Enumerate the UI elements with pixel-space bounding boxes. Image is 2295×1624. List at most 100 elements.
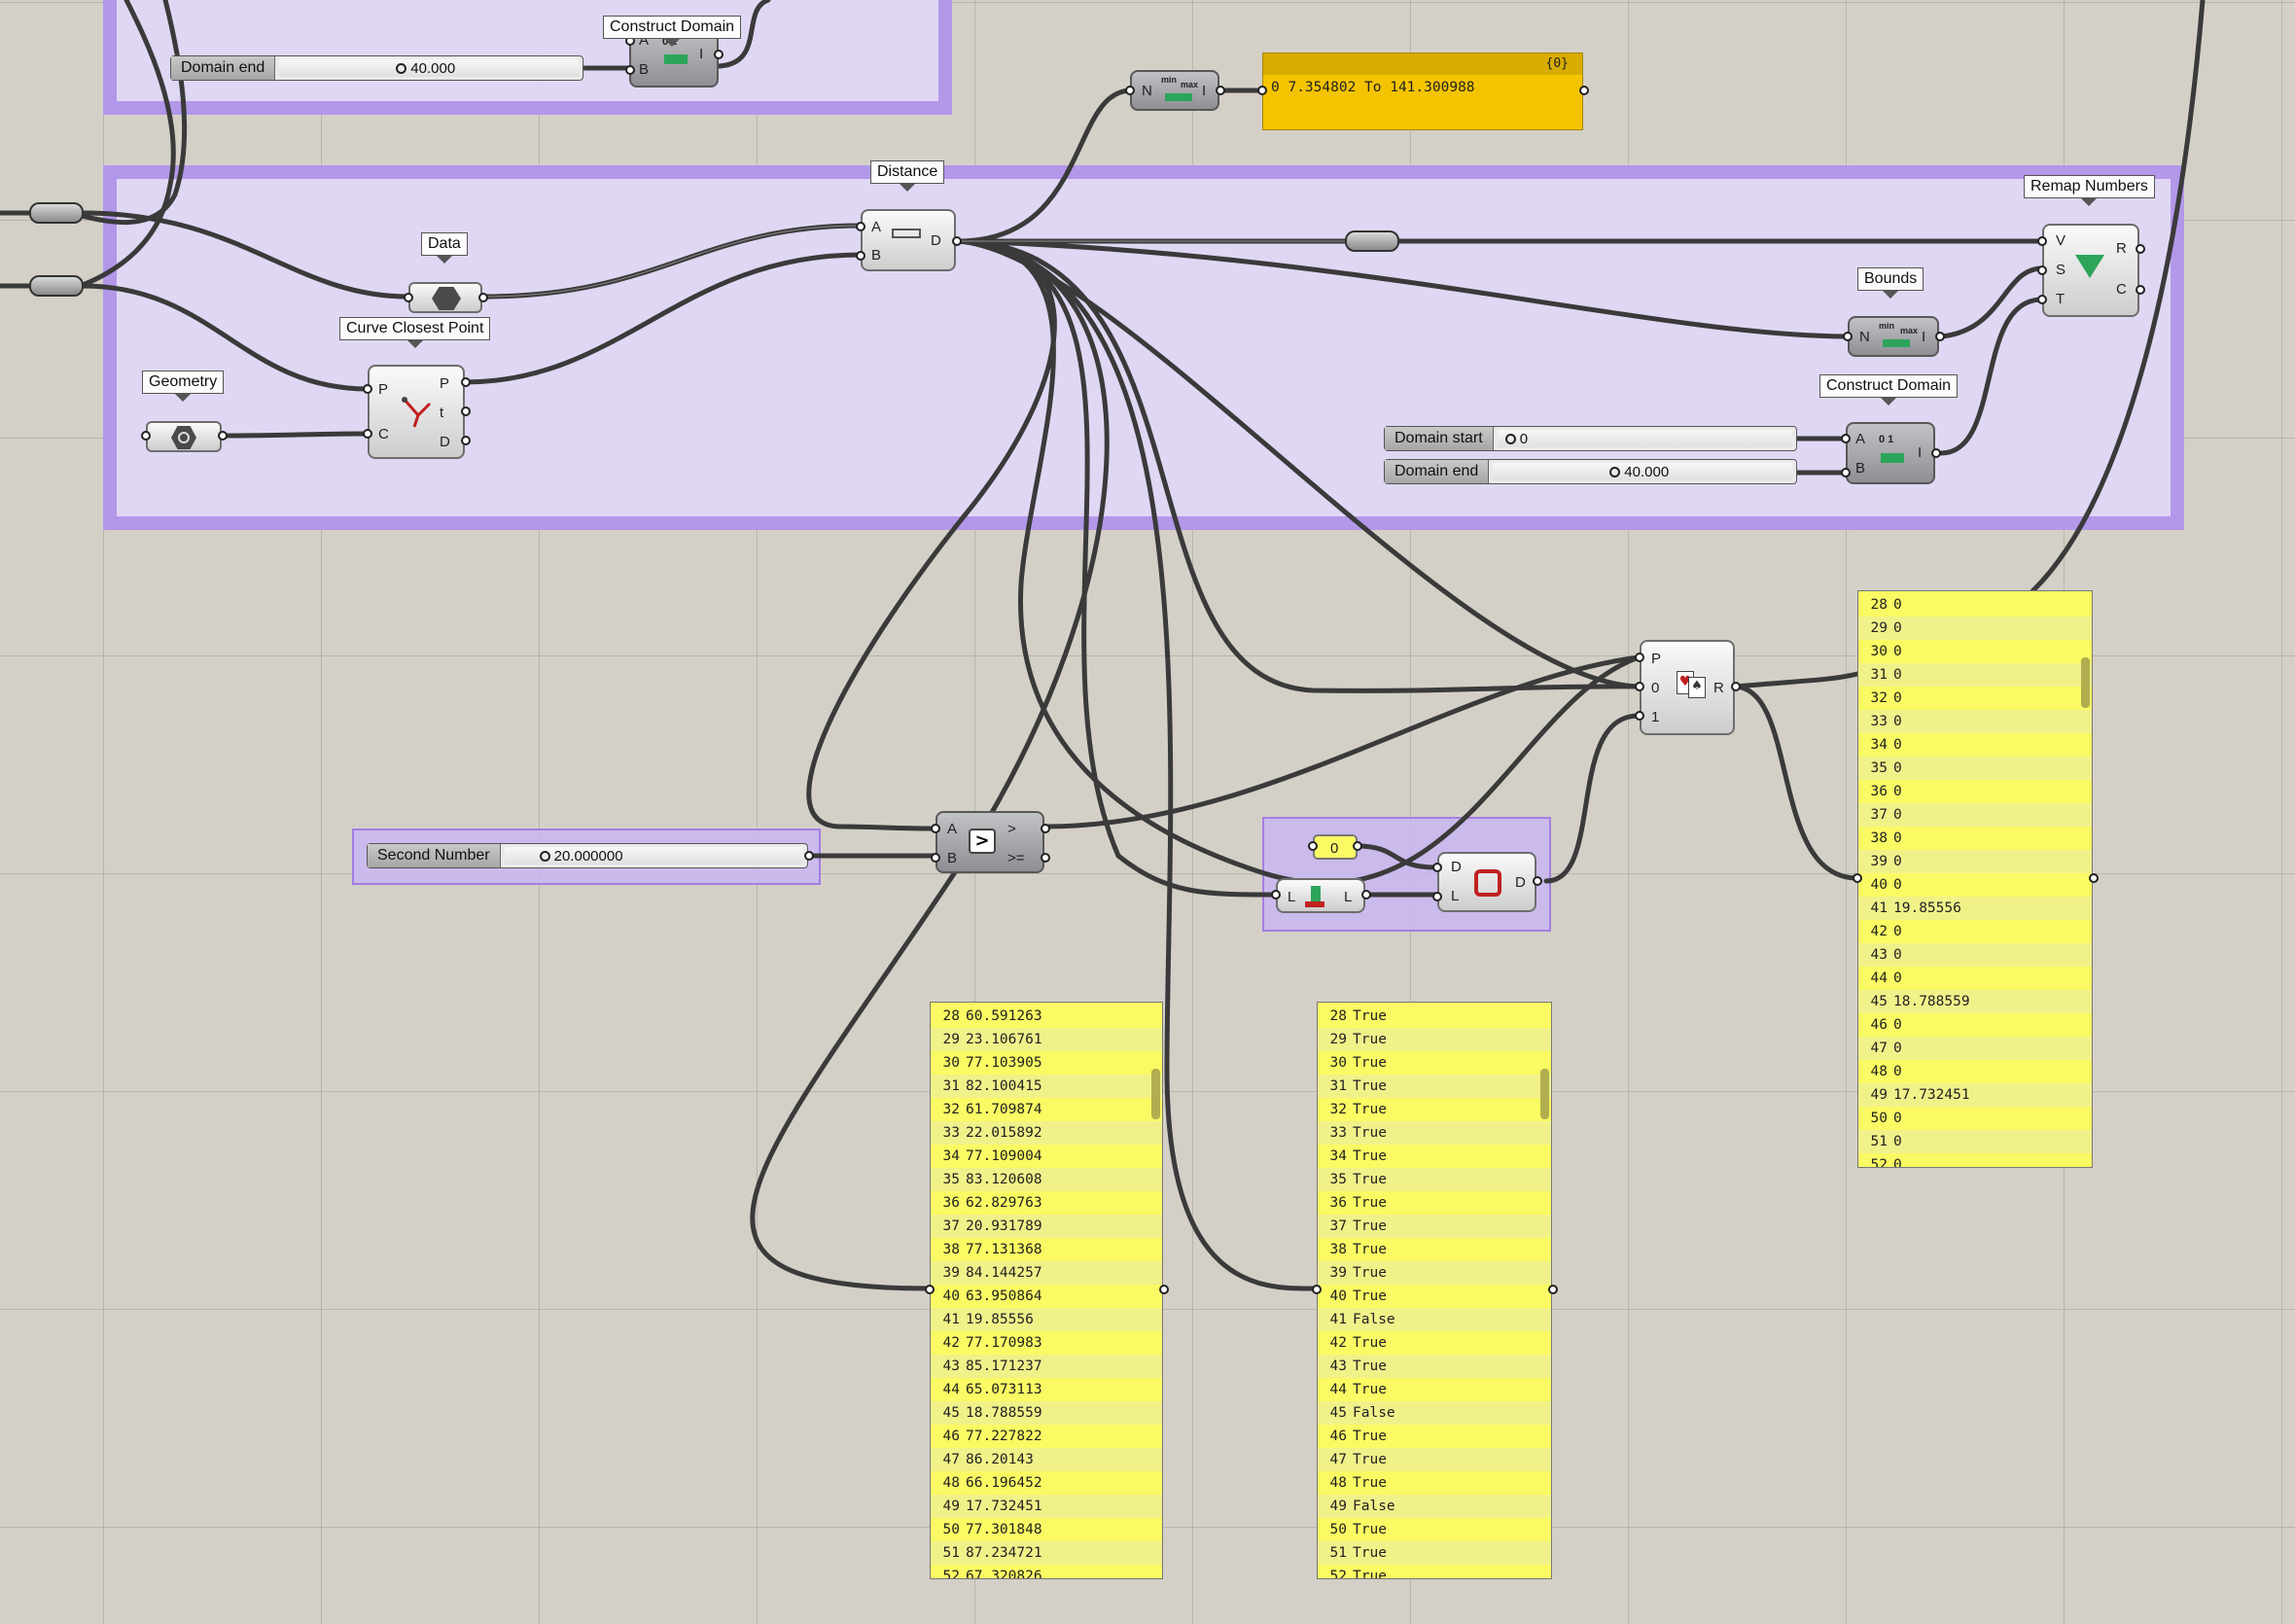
row-index: 48: [1870, 1064, 1888, 1079]
input-plug[interactable]: [1432, 892, 1442, 901]
row-index: 30: [1870, 644, 1888, 659]
domain-start-slider[interactable]: Domain start 0: [1384, 426, 1797, 451]
output-plug[interactable]: [1579, 86, 1589, 95]
input-plug[interactable]: [1308, 841, 1318, 851]
remap-numbers-component[interactable]: V S T R C: [2042, 224, 2139, 317]
top-domain-end-slider[interactable]: Domain end 40.000: [170, 55, 583, 81]
bounds-top-component[interactable]: N I min max: [1130, 70, 1219, 111]
relay-left-top[interactable]: [29, 202, 84, 224]
curve-closest-point-component[interactable]: P C P t D: [368, 365, 465, 459]
output-plug[interactable]: [952, 236, 962, 246]
output-plug[interactable]: [1353, 841, 1362, 851]
input-plug[interactable]: [1635, 711, 1644, 721]
output-plug[interactable]: [1931, 448, 1941, 458]
input-plug[interactable]: [141, 431, 151, 441]
construct-domain-component[interactable]: A B I 0 1: [1846, 422, 1935, 484]
output-plug[interactable]: [218, 431, 228, 441]
output-plug[interactable]: [1935, 332, 1945, 341]
row-value: True: [1353, 1359, 1387, 1374]
input-plug[interactable]: [1125, 86, 1135, 95]
output-plug[interactable]: [2136, 285, 2145, 295]
input-plug[interactable]: [2037, 265, 2047, 275]
slider-track[interactable]: 40.000: [279, 59, 579, 77]
output-plug[interactable]: [1159, 1285, 1169, 1294]
repeat-data-component[interactable]: D L D: [1437, 852, 1536, 912]
output-plug[interactable]: [804, 851, 814, 861]
max-label: max: [1181, 80, 1199, 89]
input-plug[interactable]: [931, 853, 940, 863]
input-plug[interactable]: [1257, 86, 1267, 95]
row-value: 0: [1893, 830, 1902, 846]
input-plug[interactable]: [856, 222, 865, 231]
input-plug[interactable]: [2037, 236, 2047, 246]
output-plug[interactable]: [1548, 1285, 1558, 1294]
geometry-param[interactable]: [146, 421, 222, 452]
relay-left-bottom[interactable]: [29, 275, 84, 297]
slider-knob-icon[interactable]: [1504, 433, 1516, 444]
list-length-component[interactable]: L L: [1276, 878, 1365, 913]
bounds-output-panel[interactable]: {0} 0 7.354802 To 141.300988: [1262, 53, 1583, 130]
zero-param[interactable]: 0: [1313, 834, 1358, 860]
slider-knob-icon[interactable]: [396, 62, 407, 74]
output-plug[interactable]: [1041, 824, 1050, 833]
output-plug[interactable]: [2089, 873, 2099, 883]
bounds-component[interactable]: N I min max: [1848, 316, 1939, 357]
domain-end-slider[interactable]: Domain end 40.000: [1384, 459, 1797, 484]
output-plug[interactable]: [1533, 876, 1542, 886]
input-plug[interactable]: [931, 824, 940, 833]
output-plug[interactable]: [478, 293, 488, 302]
zero-value: 0: [1330, 840, 1339, 857]
data-param[interactable]: [408, 282, 482, 313]
input-plug[interactable]: [1432, 863, 1442, 872]
slider-knob-icon[interactable]: [1609, 466, 1621, 477]
output-plug[interactable]: [1361, 890, 1371, 900]
pick-component[interactable]: P 0 1 R ♥ ♠: [1640, 640, 1735, 735]
input-plug[interactable]: [1312, 1285, 1322, 1294]
input-plug[interactable]: [625, 65, 635, 75]
row-index: 41: [1329, 1312, 1347, 1327]
output-plug[interactable]: [461, 436, 471, 445]
relay-center[interactable]: [1345, 230, 1399, 252]
slider-track[interactable]: 20.000000: [504, 847, 803, 865]
input-plug[interactable]: [1635, 682, 1644, 691]
output-plug[interactable]: [714, 50, 724, 59]
input-plug[interactable]: [925, 1285, 935, 1294]
input-plug[interactable]: [363, 384, 372, 394]
input-plug[interactable]: [1843, 332, 1853, 341]
slider-track[interactable]: 0: [1497, 430, 1792, 447]
output-plug[interactable]: [1731, 682, 1741, 691]
slider-value: 40.000: [1609, 463, 1669, 482]
input-plug[interactable]: [363, 429, 372, 439]
output-plug[interactable]: [2136, 244, 2145, 254]
input-plug[interactable]: [2037, 295, 2047, 304]
output-plug[interactable]: [1041, 853, 1050, 863]
panel-scrollbar[interactable]: [1540, 1069, 1549, 1119]
slider-track[interactable]: 40.000: [1493, 463, 1792, 480]
output-plug[interactable]: [461, 377, 471, 387]
distance-component[interactable]: A B D: [861, 209, 956, 271]
input-plug[interactable]: [1841, 468, 1851, 477]
slider-knob-icon[interactable]: [539, 850, 550, 862]
input-plug[interactable]: [1271, 890, 1281, 900]
output-plug[interactable]: [1216, 86, 1225, 95]
panel-scrollbar[interactable]: [1151, 1069, 1160, 1119]
input-plug[interactable]: [1635, 653, 1644, 662]
second-number-slider[interactable]: Second Number 20.000000: [367, 843, 808, 868]
min-label: min: [1879, 321, 1895, 331]
larger-than-component[interactable]: A B > >= >: [936, 811, 1044, 873]
input-plug[interactable]: [1841, 434, 1851, 443]
panel-scrollbar[interactable]: [2081, 657, 2090, 708]
input-plug[interactable]: [856, 251, 865, 261]
output-plug[interactable]: [461, 406, 471, 416]
port-d: D: [1451, 859, 1462, 875]
input-plug[interactable]: [404, 293, 413, 302]
input-plug[interactable]: [1853, 873, 1862, 883]
